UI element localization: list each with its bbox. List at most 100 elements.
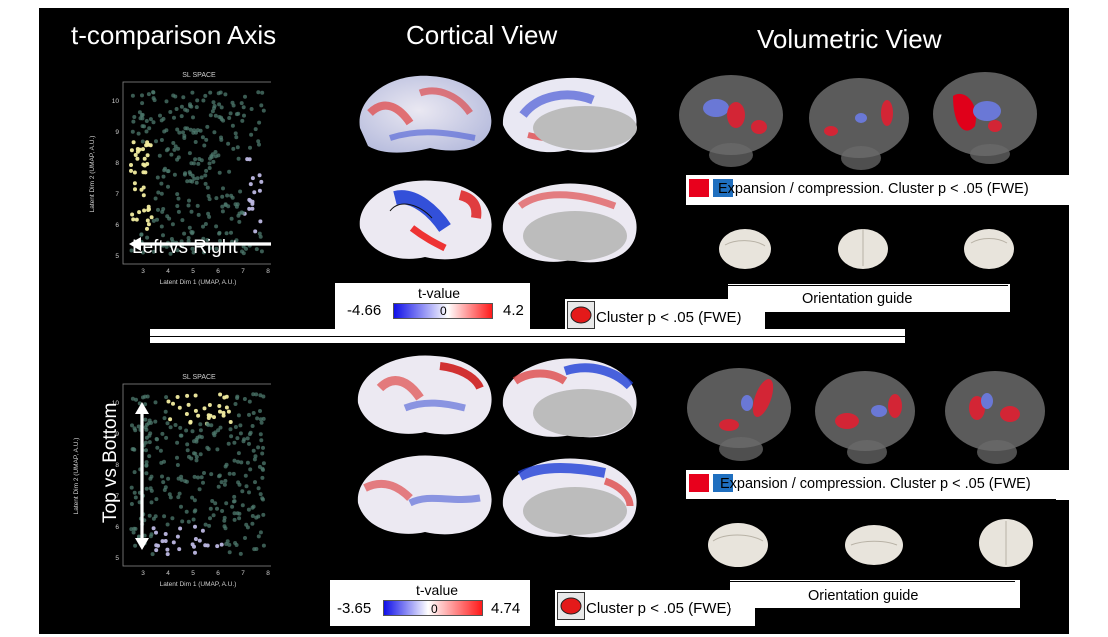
- scatter-point: [148, 431, 153, 436]
- cluster-legend-text-top: Cluster p < .05 (FWE): [596, 309, 742, 326]
- scatter-point: [260, 451, 265, 456]
- scatter-point: [163, 485, 168, 490]
- plot-ylabel: Latent Dim 2 (UMAP, A.U.): [73, 438, 80, 515]
- scatter-point: [145, 140, 150, 145]
- scatter-point: [248, 145, 252, 150]
- volumetric-glass-brain-2-bottom: [815, 371, 915, 464]
- scatter-point: [144, 129, 149, 134]
- scatter-point: [146, 92, 151, 97]
- scatter-point: [154, 139, 158, 144]
- scatter-point: [157, 153, 162, 158]
- scatter-point: [185, 179, 190, 184]
- vol-legend-text-bottom: Expansion / compression. Cluster p < .05…: [720, 476, 1031, 492]
- scatter-point: [245, 157, 250, 162]
- scatter-point: [141, 193, 146, 198]
- scatter-point: [165, 169, 170, 174]
- x-tick-label: 3: [141, 570, 145, 577]
- scatter-point: [226, 141, 231, 146]
- scatter-point: [213, 150, 218, 154]
- scatter-point: [179, 104, 184, 109]
- scatter-point: [142, 533, 147, 538]
- scatter-point: [207, 214, 212, 219]
- scatter-point: [141, 162, 146, 167]
- scatter-point: [165, 421, 170, 426]
- scatter-point: [254, 392, 259, 397]
- scatter-point: [231, 146, 236, 151]
- scatter-point: [151, 96, 156, 101]
- scatter-point: [130, 423, 134, 428]
- scatter-point: [188, 127, 193, 132]
- scatter-point: [209, 423, 214, 428]
- x-tick-label: 6: [216, 268, 220, 275]
- scatter-point: [254, 247, 259, 252]
- scatter-point: [159, 181, 164, 186]
- scatter-point: [250, 176, 255, 181]
- scatter-point: [242, 113, 246, 118]
- scatter-point: [231, 103, 236, 108]
- y-tick-label: 7: [115, 191, 119, 198]
- scatter-point: [185, 393, 190, 398]
- guide-label-zone-bottom: [730, 580, 1020, 608]
- scatter-point: [171, 141, 176, 145]
- scatter-point: [243, 473, 248, 478]
- scatter-point: [232, 494, 237, 499]
- colorbar-mid-bottom: 0: [431, 602, 438, 616]
- scatter-point: [131, 119, 136, 124]
- scatter-point: [130, 129, 135, 134]
- scatter-point: [261, 543, 266, 548]
- scatter-point: [158, 113, 162, 118]
- plot-xlabel: Latent Dim 1 (UMAP, A.U.): [160, 581, 237, 588]
- scatter-point: [257, 188, 262, 193]
- orientation-brain-3-top: [964, 229, 1014, 269]
- scatter-point: [195, 176, 200, 181]
- scatter-point: [250, 505, 255, 510]
- scatter-point: [140, 139, 145, 144]
- scatter-point: [223, 92, 228, 97]
- cluster-outline-swatch-bottom: [557, 592, 585, 620]
- scatter-point: [136, 131, 141, 136]
- scatter-point: [251, 448, 256, 453]
- scatter-point: [186, 402, 191, 407]
- cortical-lateral-left-top: [359, 75, 492, 153]
- scatter-point: [198, 422, 203, 427]
- cluster-legend-zone-bottom: [555, 590, 755, 626]
- scatter-point: [207, 246, 212, 251]
- scatter-point: [197, 538, 202, 543]
- scatter-point: [167, 492, 172, 497]
- scatter-point: [141, 395, 145, 400]
- scatter-point: [258, 393, 263, 398]
- scatter-point: [162, 168, 167, 173]
- scatter-point: [154, 497, 159, 502]
- scatter-point: [186, 203, 191, 208]
- scatter-point: [162, 459, 166, 464]
- scatter-point: [149, 500, 154, 505]
- scatter-point: [149, 488, 154, 493]
- scatter-point: [257, 464, 262, 469]
- scatter-point: [155, 217, 159, 222]
- scatter-point: [203, 222, 208, 226]
- guide-rule-bottom: [730, 581, 1015, 582]
- scatter-point: [256, 534, 261, 539]
- scatter-point: [209, 472, 214, 477]
- scatter-point: [179, 504, 183, 509]
- scatter-point: [206, 416, 211, 420]
- scatter-point: [217, 473, 222, 478]
- scatter-point: [198, 428, 203, 433]
- scatter-point: [165, 547, 170, 552]
- scatter-point: [242, 437, 247, 442]
- scatter-point: [194, 458, 199, 463]
- scatter-point: [130, 396, 135, 401]
- scatter-point: [175, 463, 180, 467]
- scatter-point: [151, 90, 156, 95]
- scatter-point: [196, 212, 201, 217]
- scatter-point: [175, 192, 180, 197]
- y-tick-label: 9: [115, 431, 119, 438]
- scatter-point: [184, 412, 189, 416]
- scatter-point: [256, 486, 261, 491]
- scatter-point: [140, 93, 144, 98]
- scatter-point: [193, 408, 198, 413]
- cortical-medial-right-top: [502, 183, 637, 263]
- scatter-point: [185, 108, 190, 113]
- scatter-point: [253, 127, 258, 132]
